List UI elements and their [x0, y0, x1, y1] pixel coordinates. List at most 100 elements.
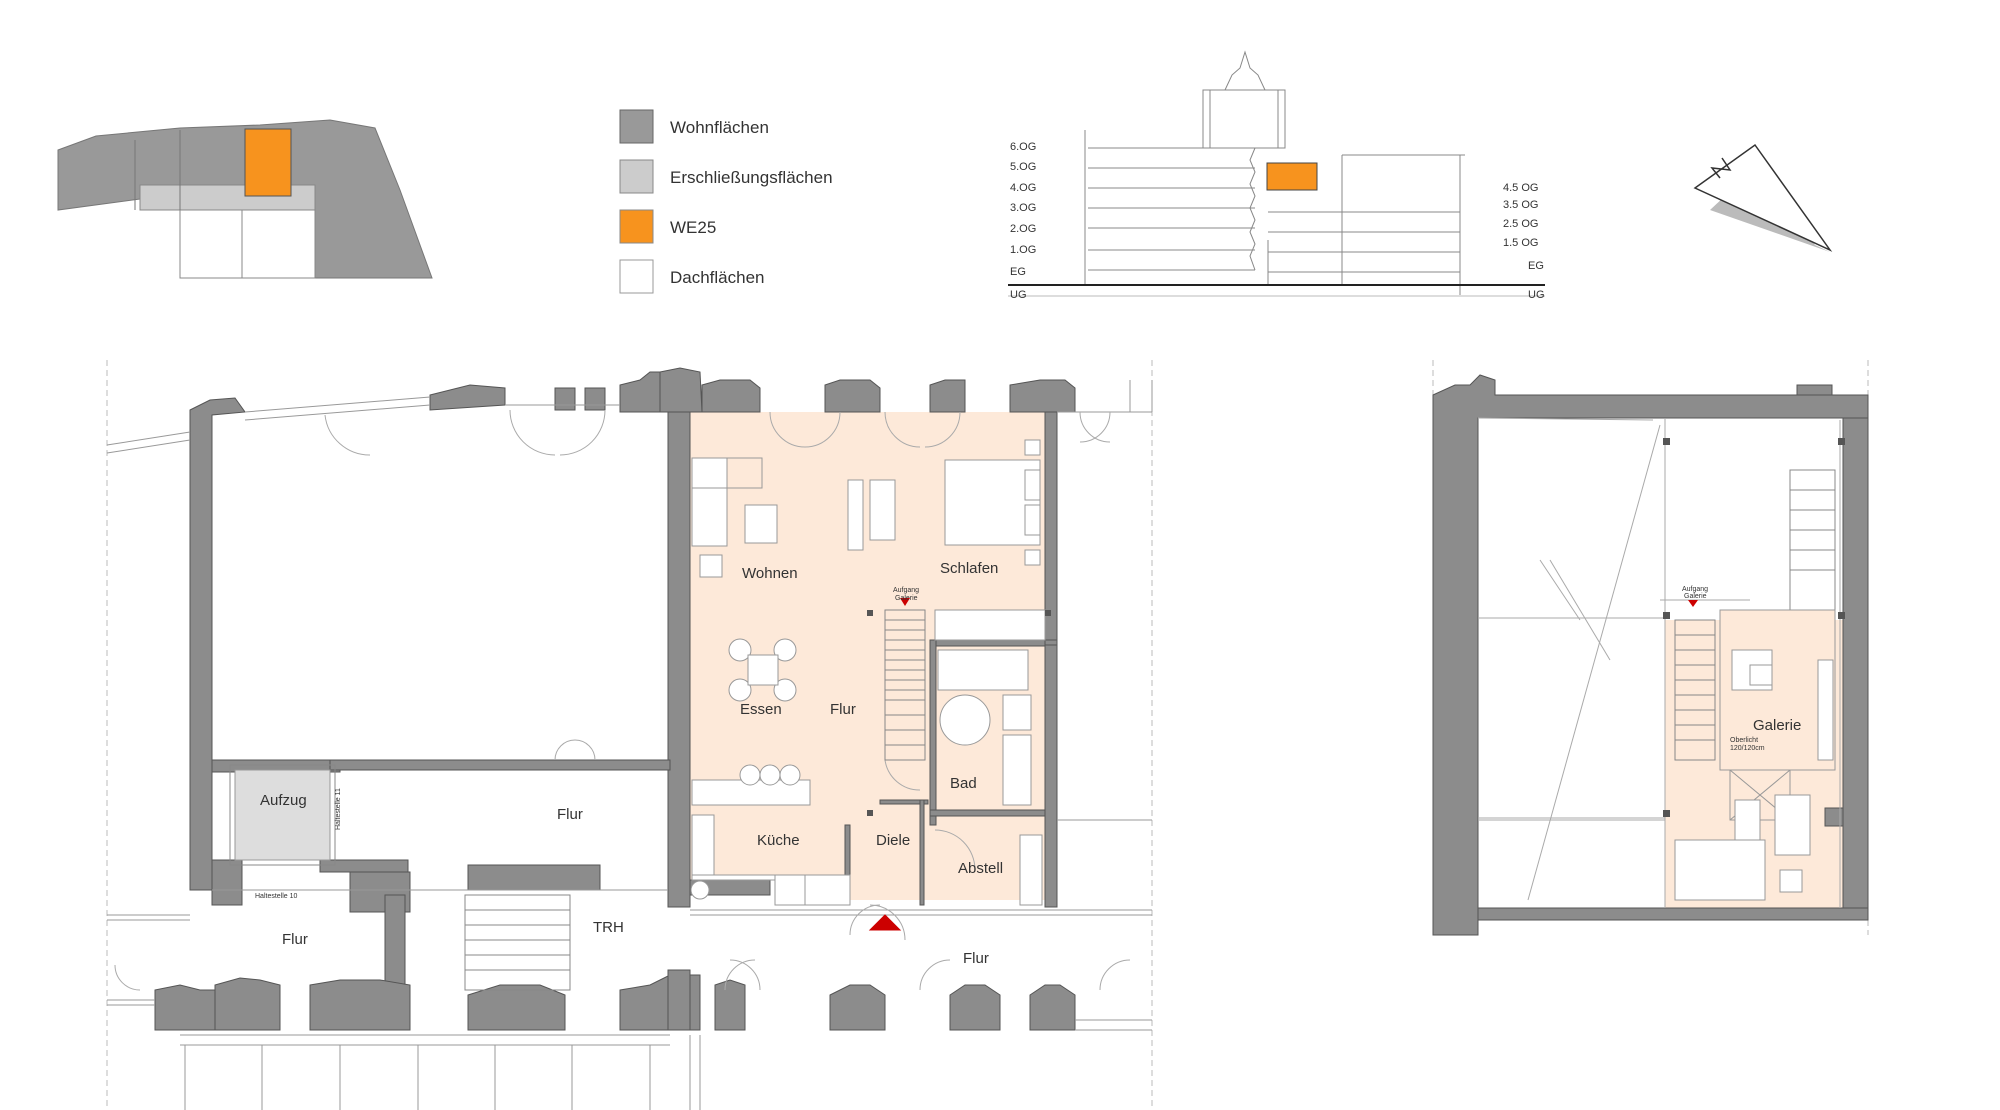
cabinet [1024, 439, 1041, 456]
aufgang-label: Aufgang [893, 587, 919, 594]
room-label-galerie: Galerie [1753, 717, 1801, 734]
legend-label-we25: WE25 [670, 218, 716, 237]
room-label-flur-left: Flur [282, 931, 308, 948]
washbasin [1002, 734, 1032, 806]
elevator-car [234, 769, 331, 861]
level-label: 6.OG [1010, 141, 1036, 153]
room-label-aufzug: Aufzug [260, 792, 307, 809]
gallery-floor-plan: Aufgang Galerie Galerie Oberlicht 120/12… [1432, 360, 1869, 936]
legend-swatch-wohnflaechen [619, 109, 654, 144]
oven [774, 874, 806, 906]
legend-swatch-we25 [619, 209, 654, 244]
legend-swatch-erschliessung [619, 159, 654, 194]
level-label: 5.OG [1010, 161, 1036, 173]
dining-chair [728, 678, 752, 702]
kitchen-cabinet [691, 814, 715, 876]
level-label: 1.5 OG [1503, 237, 1538, 249]
wardrobe [934, 609, 1046, 641]
oberlicht-label: 120/120cm [1730, 745, 1765, 752]
column-markers [867, 610, 1051, 816]
dining-table [747, 654, 779, 686]
level-label: UG [1010, 289, 1027, 301]
shelf [1817, 659, 1834, 761]
aufgang-marker-icon [900, 598, 910, 606]
armchair [1774, 794, 1811, 856]
shower [937, 649, 1029, 691]
dining-chair [773, 638, 797, 662]
level-label: 4.5 OG [1503, 182, 1538, 194]
legend-label-wohnflaechen: Wohnflächen [670, 118, 769, 137]
desk [847, 479, 864, 551]
room-label-diele: Diele [876, 832, 910, 849]
thin-lines [1477, 417, 1841, 908]
room-label-flur-upper: Flur [557, 806, 583, 823]
bar-stool [759, 764, 781, 786]
key-plan [57, 119, 433, 279]
haltestelle-label: Haltestelle 10 [255, 893, 298, 900]
entrance-marker-icon [868, 914, 902, 931]
walls [1432, 374, 1869, 936]
aufgang-label: Galerie [895, 595, 918, 602]
level-label: 4.OG [1010, 182, 1036, 194]
aufgang-marker-icon [1688, 600, 1698, 607]
room-label-bad: Bad [950, 775, 977, 792]
oberlicht-label: Oberlicht [1730, 737, 1758, 744]
column-markers [1663, 438, 1845, 817]
section-level-labels-left: 6.OG 5.OG 4.OG 3.OG 2.OG 1.OG EG UG [1010, 141, 1036, 301]
storage-shelf [1019, 834, 1043, 906]
level-label: EG [1528, 260, 1544, 272]
building-section [1008, 50, 1545, 297]
gallery-furniture [1674, 609, 1836, 901]
dining-chair [728, 638, 752, 662]
cabinet [1024, 549, 1041, 566]
sink [690, 880, 710, 900]
legend: Wohnflächen Erschließungsflächen WE25 Da… [619, 109, 833, 294]
main-floor-plan: Wohnen Schlafen Essen Flur Bad Küche Die… [106, 360, 1153, 1110]
room-label-wohnen: Wohnen [742, 565, 798, 582]
haltestelle-label: Haltestelle 11 [335, 788, 342, 830]
aufgang-label: Aufgang [1682, 586, 1708, 593]
toilet [1002, 694, 1032, 731]
north-arrow-icon [1693, 143, 1833, 252]
walls [154, 367, 1076, 1031]
level-label: 3.OG [1010, 202, 1036, 214]
room-label-essen: Essen [740, 701, 782, 718]
nightstand [1024, 504, 1041, 536]
desk-chair [869, 479, 896, 541]
kitchen-cabinet [691, 874, 783, 881]
door-swings [114, 409, 1131, 991]
legend-label-erschliessung: Erschließungsflächen [670, 168, 833, 187]
nightstand [1024, 469, 1041, 501]
plant [1779, 869, 1803, 893]
sofa [691, 457, 763, 489]
level-label: UG [1528, 289, 1545, 301]
level-label: 2.5 OG [1503, 218, 1538, 230]
plant [699, 554, 723, 578]
dining-chair [773, 678, 797, 702]
stairs [464, 609, 926, 991]
room-label-schlafen: Schlafen [940, 560, 998, 577]
sofa [691, 457, 728, 547]
bar-stool [739, 764, 761, 786]
legend-label-dachflaechen: Dachflächen [670, 268, 765, 287]
aufgang-label: Galerie [1684, 593, 1707, 600]
level-label: 1.OG [1010, 244, 1036, 256]
elevator-shaft [229, 764, 336, 866]
level-label: EG [1010, 266, 1026, 278]
room-label-kueche: Küche [757, 832, 800, 849]
bed [944, 459, 1041, 546]
furniture [229, 439, 1046, 906]
level-label: 2.OG [1010, 223, 1036, 235]
armchair [744, 504, 778, 544]
level-label: 3.5 OG [1503, 199, 1538, 211]
bath-drain [939, 694, 991, 746]
desk-chair [1749, 664, 1773, 686]
legend-swatch-dachflaechen [619, 259, 654, 294]
bar-stool [779, 764, 801, 786]
section-level-labels-right: 4.5 OG 3.5 OG 2.5 OG 1.5 OG EG UG [1503, 182, 1545, 301]
sofa [1674, 839, 1766, 901]
room-label-flur-bottom: Flur [963, 950, 989, 967]
kitchen-cabinet [804, 874, 851, 906]
room-label-trh: TRH [593, 919, 624, 936]
